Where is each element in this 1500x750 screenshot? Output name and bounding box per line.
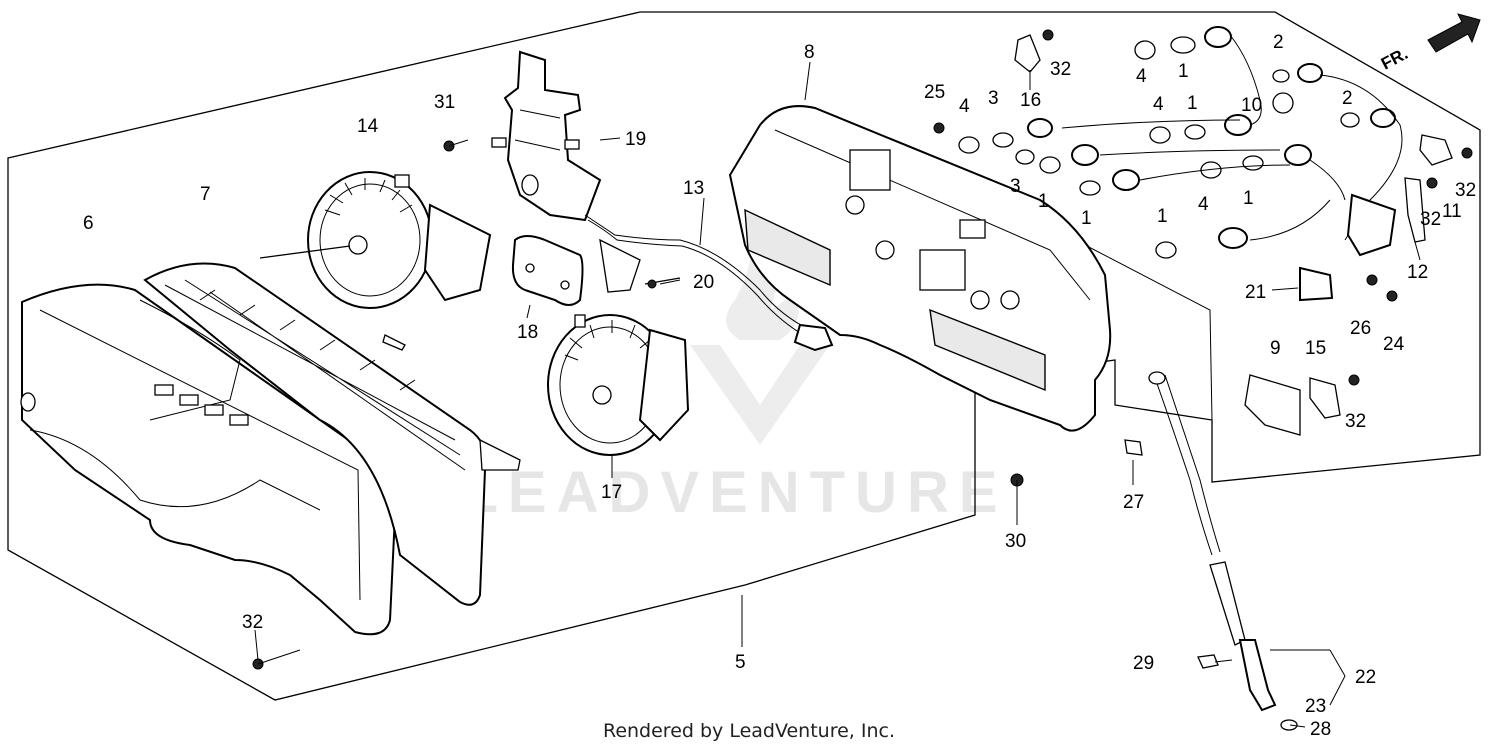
- callout-10: 10: [1241, 95, 1262, 116]
- callout-17: 17: [601, 482, 622, 503]
- callout-9: 9: [1270, 338, 1281, 359]
- callout-7: 7: [200, 184, 211, 205]
- bulbs-group: [958, 26, 1453, 456]
- callout-1: 1: [1157, 206, 1168, 227]
- callout-8: 8: [804, 42, 815, 63]
- watermark-text: LEADVENTURE: [462, 460, 1007, 525]
- callout-6: 6: [83, 213, 94, 234]
- assembly-boundary: [7, 11, 1481, 701]
- callout-24: 24: [1383, 334, 1405, 355]
- callout-18: 18: [517, 322, 538, 343]
- callout-1: 1: [1038, 191, 1049, 212]
- callout-32: 32: [1345, 411, 1366, 432]
- callout-32: 32: [1455, 180, 1476, 201]
- callout-23: 23: [1305, 696, 1326, 717]
- callout-1: 1: [1243, 188, 1254, 209]
- speedometer-cable-part: [1148, 371, 1298, 731]
- callout-16: 16: [1020, 90, 1041, 111]
- callout-32: 32: [242, 612, 263, 633]
- callout-1: 1: [1178, 61, 1189, 82]
- sub-boundary: [1059, 231, 1213, 421]
- watermark-logo: [690, 230, 830, 445]
- callout-3: 3: [988, 88, 999, 109]
- meter-lens-part: [20, 283, 397, 636]
- callout-12: 12: [1407, 262, 1428, 283]
- callout-27: 27: [1123, 492, 1144, 513]
- direction-label: FR.: [1378, 44, 1411, 74]
- callout-4: 4: [959, 96, 970, 117]
- meter-panel-part: [143, 262, 521, 606]
- credit-text: Rendered by LeadVenture, Inc.: [602, 720, 896, 742]
- callout-11: 11: [1442, 201, 1462, 222]
- meter-case-part: [728, 105, 1112, 432]
- callout-32: 32: [1050, 59, 1071, 80]
- callout-14: 14: [357, 116, 379, 137]
- direction-arrow-icon: [1427, 13, 1481, 53]
- leader-lines: [254, 61, 1421, 728]
- sensor-part: [491, 50, 602, 222]
- callout-22: 22: [1355, 667, 1376, 688]
- callouts: 1 1 1 1 1 1 2 2 3 3 4 4 4 4 5 6 7 8 9 10…: [83, 32, 1476, 740]
- callout-1: 1: [1081, 208, 1092, 229]
- callout-21: 21: [1245, 282, 1266, 303]
- callout-31: 31: [434, 92, 455, 113]
- tachometer-part: [259, 171, 492, 309]
- callout-5: 5: [735, 652, 746, 673]
- callout-1: 1: [1187, 93, 1198, 114]
- screws-group: [252, 29, 1473, 670]
- speedometer-part: [547, 314, 690, 456]
- callout-15: 15: [1305, 338, 1326, 359]
- callout-19: 19: [625, 129, 646, 150]
- front-direction-marker: FR.: [1378, 13, 1481, 74]
- callout-2: 2: [1273, 32, 1284, 53]
- callout-29: 29: [1133, 653, 1154, 674]
- callout-32: 32: [1420, 209, 1441, 230]
- callout-4: 4: [1136, 66, 1147, 87]
- callout-28: 28: [1310, 719, 1331, 740]
- callout-3: 3: [1010, 176, 1021, 197]
- callout-4: 4: [1153, 94, 1164, 115]
- wire-harness-part: [584, 214, 834, 352]
- callout-25: 25: [924, 82, 945, 103]
- callout-26: 26: [1350, 318, 1371, 339]
- watermark: LEADVENTURE: [462, 230, 1007, 525]
- indicator-panel-part: [511, 235, 584, 306]
- callout-13: 13: [683, 178, 704, 199]
- callout-2: 2: [1342, 88, 1353, 109]
- callout-4: 4: [1198, 194, 1209, 215]
- callout-20: 20: [693, 272, 714, 293]
- callout-30: 30: [1005, 531, 1026, 552]
